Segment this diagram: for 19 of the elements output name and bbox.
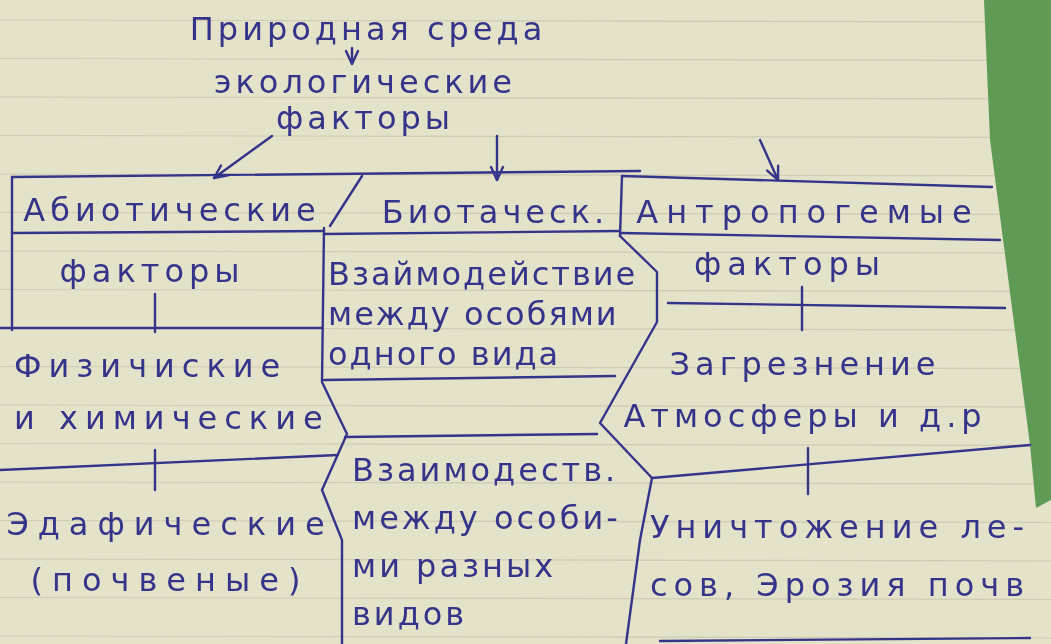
arrow — [212, 134, 274, 180]
arrow — [489, 134, 505, 182]
arrow — [758, 138, 780, 182]
category-heading: Абиотические — [23, 192, 321, 229]
factor-description: Взаимодеств. между особи- ми разных видов — [352, 450, 621, 635]
category-heading: Биотаческ. — [381, 194, 609, 231]
connector-line — [806, 446, 810, 496]
connector-line — [153, 448, 157, 492]
category-subheading: факторы — [59, 253, 245, 290]
topic-label: экологические факторы — [213, 64, 517, 136]
arrow — [344, 46, 360, 66]
category-heading: Антропогемые — [636, 194, 980, 231]
topic-label: Природная среда — [189, 11, 547, 48]
factor-description: Физичиские и химические — [14, 346, 330, 439]
category-subheading: факторы — [693, 246, 887, 283]
connector-line — [800, 285, 804, 332]
factor-description: Уничтожение ле- сов, Эрозия почв — [649, 507, 1031, 606]
connector-line — [153, 292, 157, 334]
factor-description: Эдафические (почвеные) — [6, 504, 334, 601]
